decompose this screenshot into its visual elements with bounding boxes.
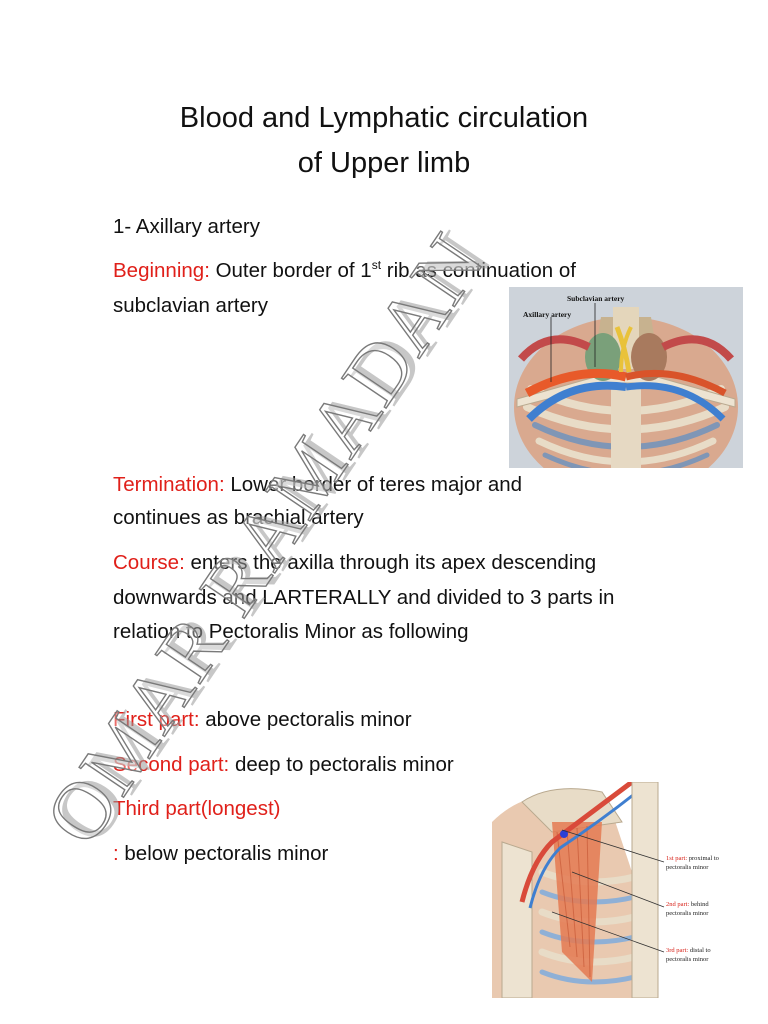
beginning-text-b: rib as continuation of <box>381 259 576 282</box>
first-part-text: above pectoralis minor <box>199 708 412 731</box>
part1-line2: pectoralis minor <box>666 864 709 871</box>
beginning-text-a: Outer border of 1 <box>209 259 372 282</box>
svg-text:3rd part: distal to: 3rd part: distal to <box>666 947 711 954</box>
second-part-label: Second part: <box>113 753 230 776</box>
section-heading: 1- Axillary artery <box>113 215 260 238</box>
second-part-line: Second part: deep to pectoralis minor <box>113 752 454 778</box>
termination-text-a: Lower border of teres major and <box>224 473 523 496</box>
first-part-line: First part: above pectoralis minor <box>113 707 412 733</box>
course-line-3: relation to Pectoralis Minor as followin… <box>113 620 469 643</box>
beginning-line-1: Beginning: Outer border of 1st rib as co… <box>113 258 576 284</box>
page-title-line-2: of Upper limb <box>297 147 471 179</box>
page-title-line-1: Blood and Lymphatic circulation <box>179 102 589 134</box>
beginning-label: Beginning: <box>113 259 210 282</box>
part3-line2: pectoralis minor <box>666 956 709 963</box>
svg-text:2nd part: behind: 2nd part: behind <box>666 901 709 908</box>
axillary-parts-illustration: 1st part: proximal to pectoralis minor 2… <box>492 782 730 998</box>
label-subclavian-artery: Subclavian artery <box>567 294 625 303</box>
termination-label: Termination: <box>113 473 225 496</box>
beginning-line-2: subclavian artery <box>113 294 268 317</box>
course-line-2: downwards and LARTERALLY and divided to … <box>113 586 615 609</box>
third-part-line: Third part(longest) <box>113 796 280 822</box>
termination-line-1: Termination: Lower border of teres major… <box>113 472 522 498</box>
third-part-text: below pectoralis minor <box>118 842 329 865</box>
part1-label: 1st part: <box>666 855 687 862</box>
termination-line-2: continues as brachial artery <box>113 506 364 529</box>
course-line-1: Course: enters the axilla through its ap… <box>113 550 596 576</box>
label-axillary-artery: Axillary artery <box>523 310 571 319</box>
third-part-desc-line: : below pectoralis minor <box>113 841 328 867</box>
part2-line2: pectoralis minor <box>666 910 709 917</box>
third-part-colon: : <box>113 842 119 865</box>
first-part-label: First part: <box>113 708 200 731</box>
third-part-label: Third part(longest) <box>113 797 281 820</box>
beginning-superscript: st <box>371 258 382 272</box>
svg-text:1st part: proximal to: 1st part: proximal to <box>666 855 719 862</box>
course-label: Course: <box>113 551 185 574</box>
part3-label: 3rd part: <box>666 947 688 954</box>
part2-label: 2nd part: <box>666 901 689 908</box>
axillary-parts-figure: 1st part: proximal to pectoralis minor 2… <box>492 782 730 998</box>
part1-rest: proximal to <box>687 855 719 862</box>
part2-rest: behind <box>689 901 709 908</box>
part3-rest: distal to <box>688 947 710 954</box>
course-text-a: enters the axilla through its apex desce… <box>184 551 597 574</box>
second-part-text: deep to pectoralis minor <box>229 753 454 776</box>
thorax-illustration: Subclavian artery Axillary artery <box>509 287 743 468</box>
thorax-artery-figure: Subclavian artery Axillary artery <box>509 287 743 468</box>
